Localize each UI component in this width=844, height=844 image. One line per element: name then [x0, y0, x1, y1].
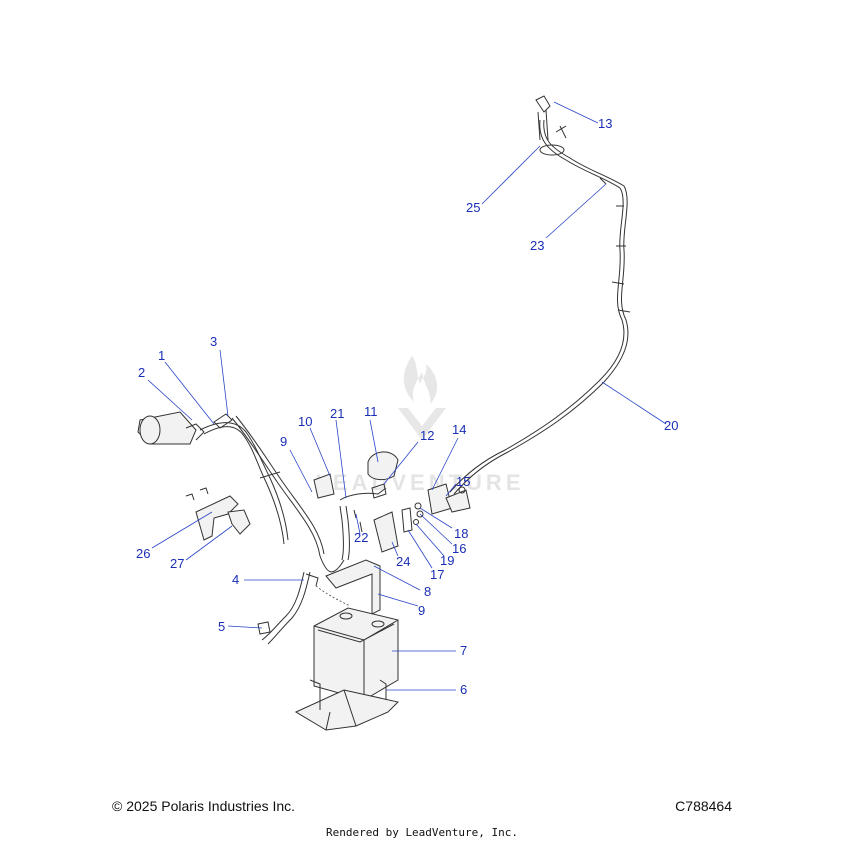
callout-4: 4 [232, 572, 239, 587]
callout-16: 16 [452, 541, 466, 556]
fuse-block-24 [373, 511, 399, 553]
callout-14: 14 [452, 422, 466, 437]
leader-lines [147, 101, 667, 691]
callout-21: 21 [330, 406, 344, 421]
bracket-27 [227, 509, 251, 535]
callout-1: 1 [158, 348, 165, 363]
brackets [185, 487, 251, 541]
callout-9-top: 9 [280, 434, 287, 449]
solenoid-assembly [137, 411, 345, 573]
callout-3: 3 [210, 334, 217, 349]
callout-13: 13 [598, 116, 612, 131]
callout-24: 24 [396, 554, 410, 569]
callout-2: 2 [138, 365, 145, 380]
right-cluster [373, 483, 471, 553]
callout-22: 22 [354, 530, 368, 545]
cover-11 [367, 451, 399, 481]
callout-11: 11 [364, 404, 378, 419]
callout-10: 10 [298, 414, 312, 429]
callout-7: 7 [460, 643, 467, 658]
callout-25: 25 [466, 200, 480, 215]
callout-5: 5 [218, 619, 225, 634]
center-cluster [313, 451, 399, 561]
flame-v-logo [398, 356, 446, 440]
callout-12: 12 [420, 428, 434, 443]
terminal-10 [313, 473, 335, 499]
cable-20 [449, 119, 625, 493]
callout-19: 19 [440, 553, 454, 568]
callout-23: 23 [530, 238, 544, 253]
terminal-13-end [535, 95, 551, 113]
callout-27: 27 [170, 556, 184, 571]
copyright-text: © 2025 Polaris Industries Inc. [112, 798, 296, 814]
callout-8: 8 [424, 584, 431, 599]
main-cable [449, 95, 631, 495]
callout-9-bottom: 9 [418, 603, 425, 618]
callout-17: 17 [430, 567, 444, 582]
battery-tray-6 [294, 679, 399, 731]
bracket-15 [445, 489, 471, 513]
callout-20: 20 [664, 418, 678, 433]
battery-7 [313, 607, 399, 701]
battery-cable [257, 571, 351, 645]
bracket-8 [325, 559, 381, 615]
callout-26: 26 [136, 546, 150, 561]
rendered-by-text: Rendered by LeadVenture, Inc. [325, 826, 519, 839]
bolt-3 [213, 413, 233, 429]
callout-6: 6 [460, 682, 467, 697]
leadventure-watermark: LEADVENTURE [315, 356, 524, 495]
document-number: C788464 [675, 798, 732, 814]
watermark-text: LEADVENTURE [315, 470, 524, 495]
callout-18: 18 [454, 526, 468, 541]
callout-labels: 1 2 3 4 5 6 7 8 9 9 10 11 12 13 14 15 16… [136, 116, 678, 697]
cable-21 [339, 487, 387, 561]
callout-15: 15 [456, 474, 470, 489]
bracket-26 [195, 495, 239, 541]
